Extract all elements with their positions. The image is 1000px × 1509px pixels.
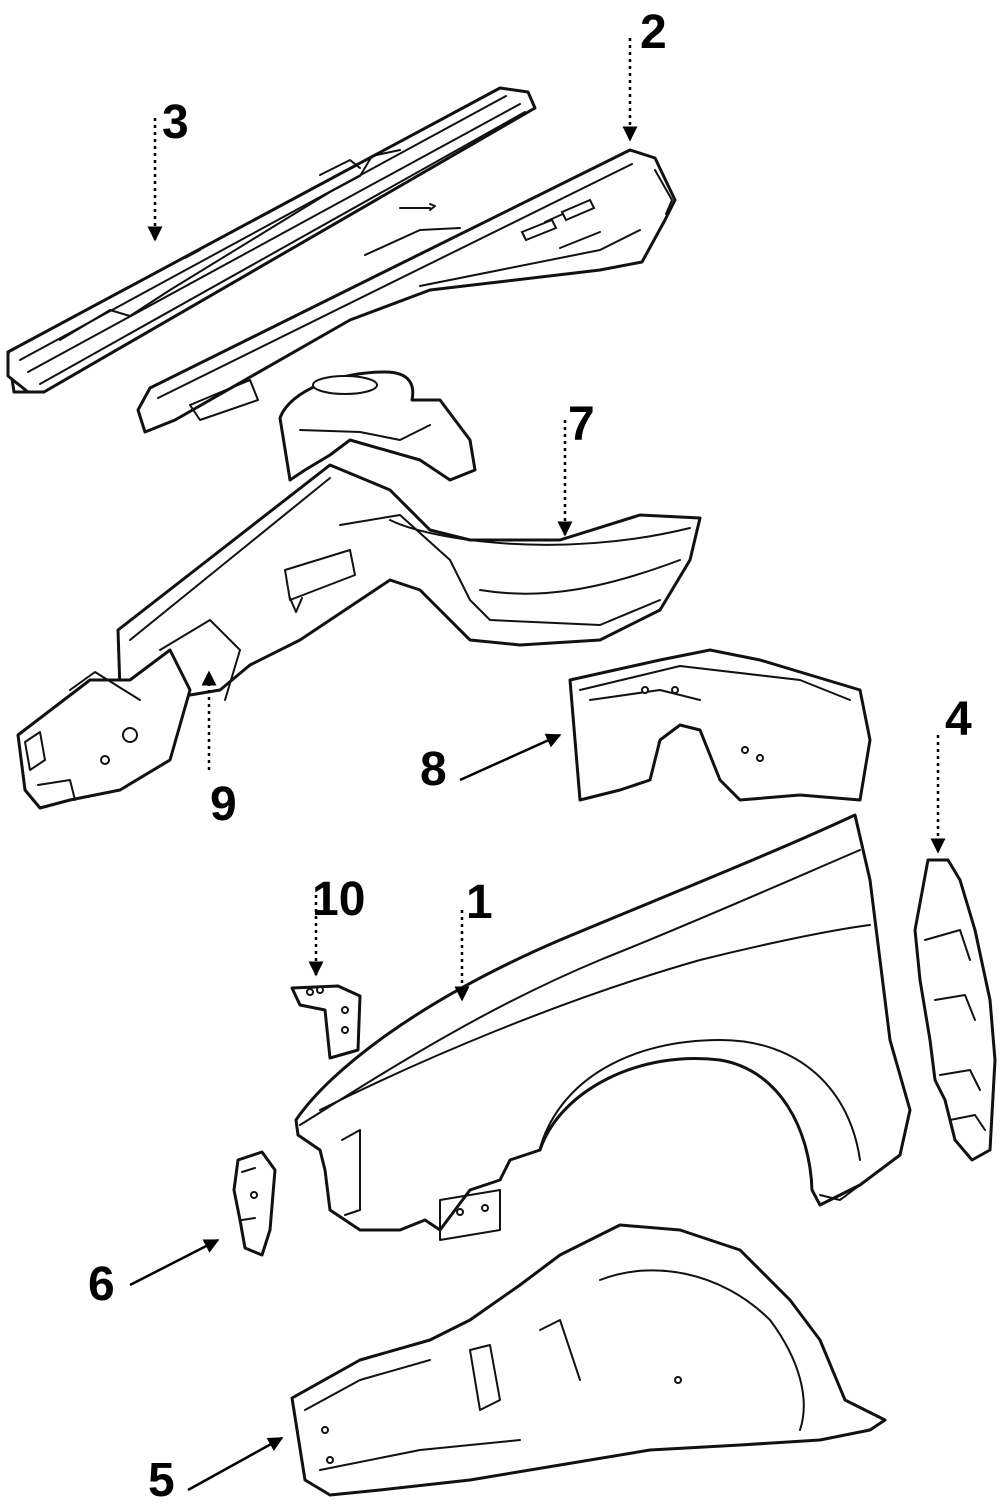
callout-10: 10 [312,873,365,926]
callout-1: 1 [466,876,493,929]
callout-labels: 2 3 7 4 8 9 10 1 6 5 [88,6,972,1507]
part-1-fender [294,813,912,1241]
leader-lines [129,38,946,1492]
callout-7: 7 [568,398,595,451]
callout-9: 9 [210,778,237,831]
part-10-bracket [290,984,362,1060]
leader-6 [129,1238,220,1287]
callout-5: 5 [148,1454,175,1504]
callout-3: 3 [162,96,189,149]
part-7-apron-and-part-9-side-member [16,370,702,810]
leader-8 [459,733,562,782]
callout-2: 2 [640,6,667,59]
leader-5 [187,1436,284,1492]
part-2-lower-rail [136,148,677,434]
callout-6: 6 [88,1258,115,1311]
callout-4: 4 [945,693,972,746]
part-4-side-panel [913,858,997,1162]
part-8-reinforcement [568,648,872,802]
part-5-fender-liner [290,1223,887,1497]
callout-8: 8 [420,743,447,796]
part-3-upper-rail [6,86,537,394]
part-6-bracket [232,1150,277,1257]
